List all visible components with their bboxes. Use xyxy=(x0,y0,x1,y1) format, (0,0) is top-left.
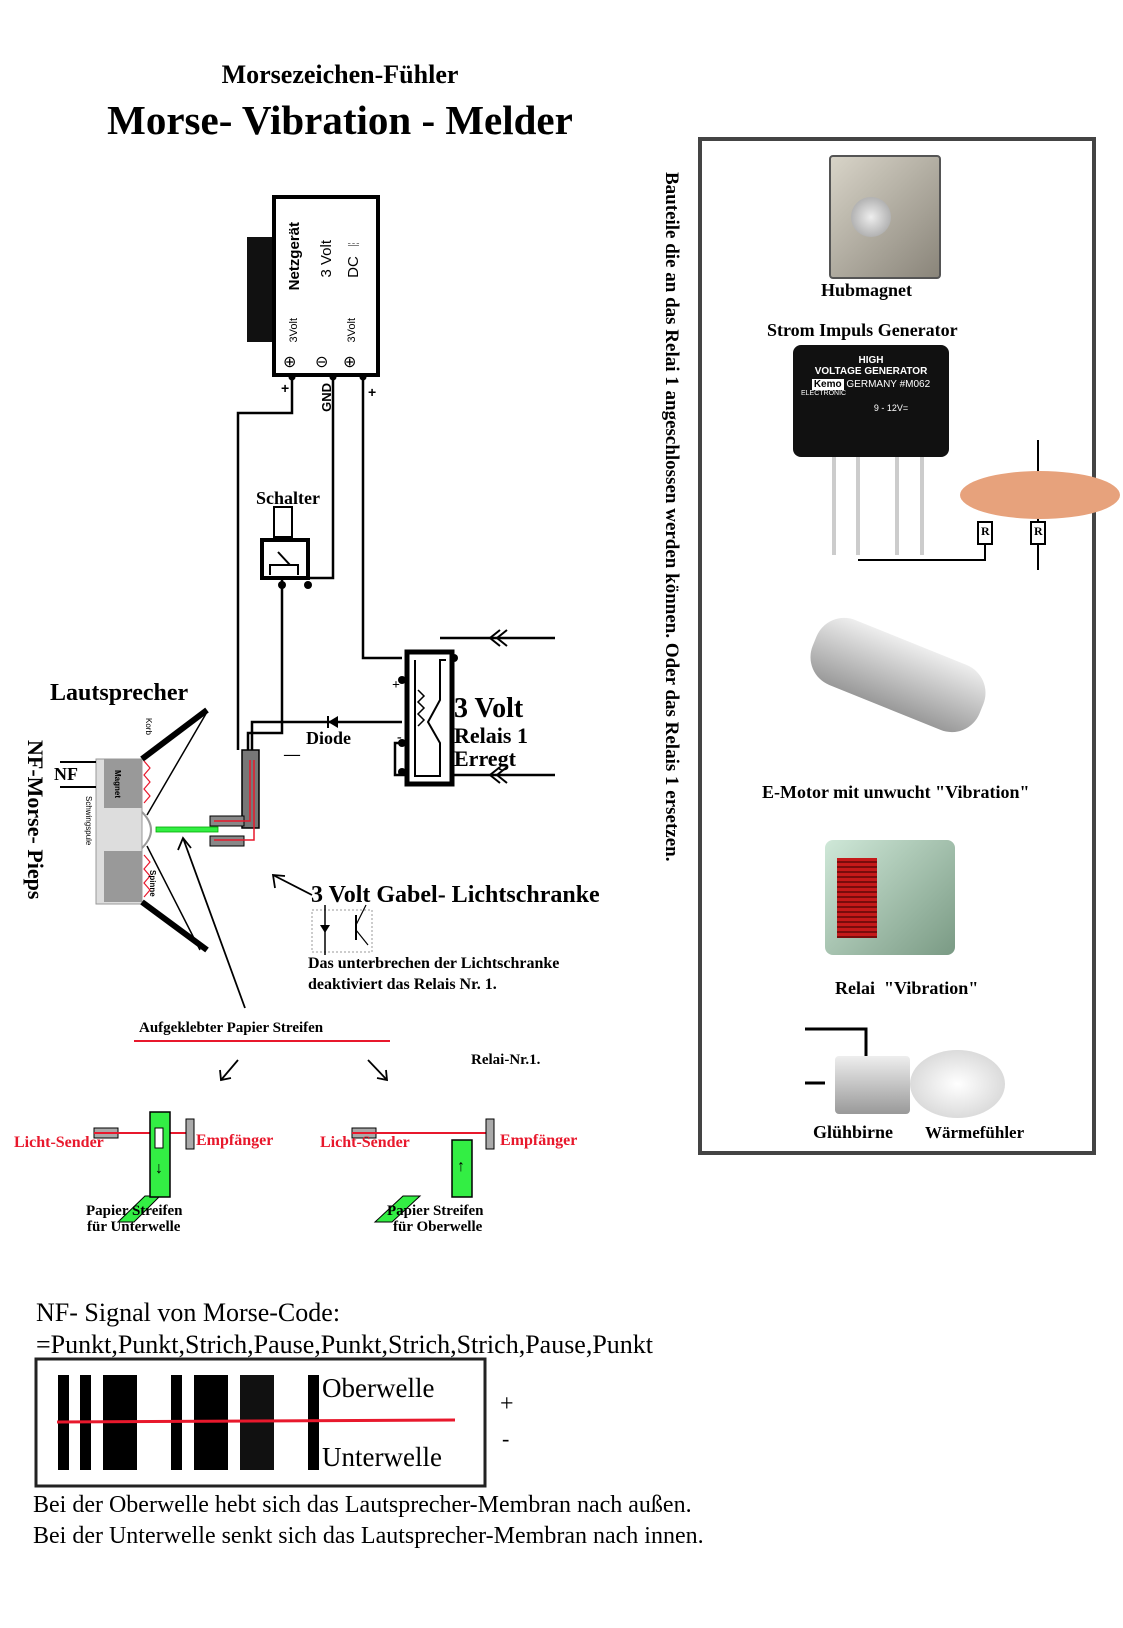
bulb-image xyxy=(825,1050,1015,1120)
left-sender-label: Licht-Sender xyxy=(14,1134,104,1151)
speaker-part-magnet: Magnet xyxy=(113,770,122,798)
light-barrier-block xyxy=(209,749,260,847)
component-label-generator: Strom Impuls Generator xyxy=(767,320,958,340)
signal-sequence: =Punkt,Punkt,Strich,Pause,Punkt,Strich,S… xyxy=(36,1330,654,1359)
signal-heading: NF- Signal von Morse-Code: xyxy=(36,1298,341,1327)
paper-strip-oberwelle-icon xyxy=(351,1118,495,1223)
signal-minus: - xyxy=(502,1426,510,1451)
left-receiver-label: Empfänger xyxy=(196,1132,274,1149)
relay-voltage: 3 Volt xyxy=(454,693,524,724)
components-side-text: Bauteile die an das Relai 1 angeschlosse… xyxy=(661,172,682,862)
component-label-relai: Relai "Vibration" xyxy=(835,978,979,998)
right-caption-2: für Oberwelle xyxy=(393,1219,483,1235)
generator-country: GERMANY xyxy=(846,379,897,390)
nf-label: NF xyxy=(54,764,78,784)
relay-state: Erregt xyxy=(454,746,516,771)
relay-name: Relais 1 xyxy=(454,723,528,748)
speaker-title: Lautsprecher xyxy=(50,680,189,706)
down-arrow-icon: ↓ xyxy=(155,1160,163,1177)
resistor-label-1: R xyxy=(981,524,990,538)
signal-plus: + xyxy=(500,1391,514,1417)
generator-sub: ELECTRONIC xyxy=(801,390,847,397)
pin-plus-left: + xyxy=(281,380,290,396)
right-sender-label: Licht-Sender xyxy=(320,1134,410,1151)
relay-plus: + xyxy=(392,678,400,693)
pin-gnd: GND xyxy=(319,383,334,412)
generator-model: #M062 xyxy=(899,379,931,390)
generator-line1: HIGH xyxy=(858,355,884,366)
switch-icon xyxy=(260,506,312,589)
right-caption-1: Papier Streifen xyxy=(387,1203,484,1219)
power-supply-type: DC ⎓ xyxy=(345,237,362,278)
signal-upper-label: Oberwelle xyxy=(322,1373,435,1403)
signal-lower-label: Unterwelle xyxy=(322,1442,442,1472)
switch-label: Schalter xyxy=(256,488,320,508)
terminal-minus-icon: ⊖ xyxy=(315,354,329,371)
speaker-side-label: NF-Morse- Pieps xyxy=(23,740,48,900)
signal-note-2: Bei der Unterwelle senkt sich das Lautsp… xyxy=(33,1523,704,1549)
component-label-emotor: E-Motor mit unwucht "Vibration" xyxy=(762,782,1030,802)
terminal-plus-left-label: 3Volt xyxy=(288,318,300,343)
speaker-part-korb: Korb xyxy=(144,718,153,735)
relay-reference: Relai-Nr.1. xyxy=(471,1052,541,1068)
left-caption-1: Papier Streifen xyxy=(86,1203,183,1219)
pin-plus-right: + xyxy=(368,384,377,400)
signal-note-1: Bei der Oberwelle hebt sich das Lautspre… xyxy=(33,1492,692,1518)
power-supply-icon xyxy=(247,195,380,381)
wires xyxy=(236,377,555,777)
resistor-label-2: R xyxy=(1034,524,1043,538)
page-subtitle: Morsezeichen-Fühler xyxy=(221,60,459,89)
signal-chart xyxy=(34,1357,487,1488)
solenoid-image xyxy=(829,155,941,279)
light-barrier-title: 3 Volt Gabel- Lichtschranke xyxy=(311,882,600,908)
diode-minus: — xyxy=(284,746,300,763)
paper-strip-unterwelle-icon xyxy=(93,1111,195,1223)
left-caption-2: für Unterwelle xyxy=(87,1219,181,1235)
pointer-arrows xyxy=(177,836,389,1082)
high-voltage-generator-image: HIGH VOLTAGE GENERATOR Kemo GERMANY #M06… xyxy=(793,345,949,457)
generator-brand: Kemo xyxy=(811,379,844,390)
optocoupler-icon xyxy=(311,904,373,955)
speaker-part-spider: Spinne xyxy=(148,870,157,897)
diode-label: Diode xyxy=(306,728,351,748)
input-arrow-icons xyxy=(488,629,508,784)
speaker-icon xyxy=(60,707,219,953)
component-label-heat-sensor: Wärmefühler xyxy=(925,1123,1025,1142)
diode-icon xyxy=(327,716,338,728)
power-supply-name: Netzgerät xyxy=(286,222,303,291)
power-supply-voltage: 3 Volt xyxy=(318,240,335,278)
relay-minus: - xyxy=(397,730,402,745)
terminal-plus-right-icon: ⊕ xyxy=(343,354,357,371)
generator-voltage: 9 - 12V= xyxy=(873,403,909,413)
generator-line2: VOLTAGE GENERATOR xyxy=(814,366,928,377)
component-label-bulb: Glühbirne xyxy=(813,1122,894,1142)
relay-vibration-image xyxy=(825,840,955,955)
terminal-plus-right-label: 3Volt xyxy=(346,318,358,343)
paper-strip-heading: Aufgeklebter Papier Streifen xyxy=(139,1020,324,1036)
speaker-part-coil: Schwingspule xyxy=(84,796,93,846)
components-panel xyxy=(698,137,1096,1155)
light-barrier-desc-1: Das unterbrechen der Lichtschranke xyxy=(308,955,560,972)
terminal-plus-left-icon: ⊕ xyxy=(283,354,297,371)
component-label-hubmagnet: Hubmagnet xyxy=(821,280,913,300)
up-arrow-icon: ↑ xyxy=(457,1158,465,1175)
page-title: Morse- Vibration - Melder xyxy=(107,97,573,143)
light-barrier-desc-2: deaktiviert das Relais Nr. 1. xyxy=(308,976,497,993)
right-receiver-label: Empfänger xyxy=(500,1132,578,1149)
relay-icon xyxy=(398,649,458,787)
